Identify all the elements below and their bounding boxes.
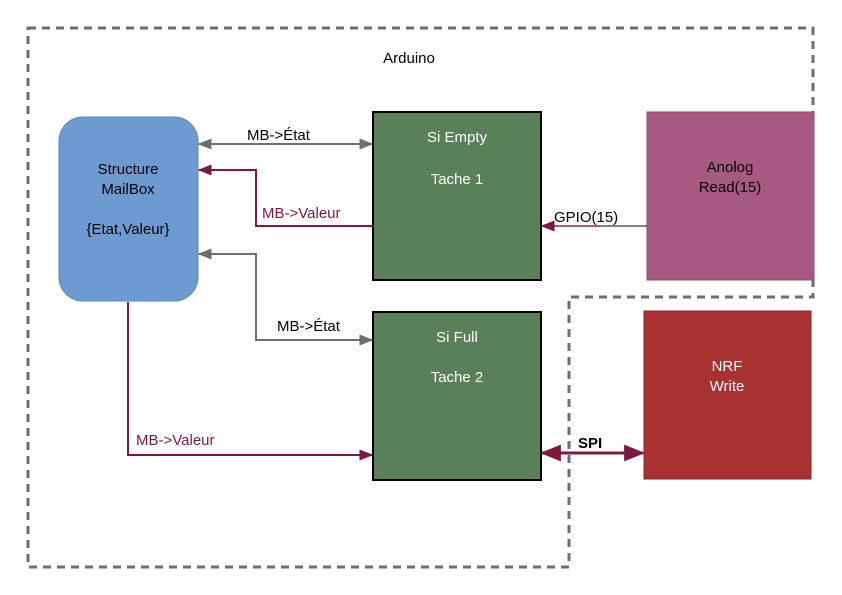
task1-label-2: Tache 1 (431, 171, 484, 188)
task1-node: Si Empty Tache 1 (372, 111, 542, 281)
task2-label-2: Tache 2 (431, 369, 484, 386)
nrf-label-2: Write (710, 378, 745, 395)
nrf-label-1: NRF (712, 358, 743, 375)
edge-mb-valeur-2-label: MB->Valeur (136, 432, 215, 449)
edge-mb-etat-2 (197, 248, 374, 346)
edge-gpio-label: GPIO(15) (554, 209, 618, 226)
arduino-boundary (26, 26, 815, 569)
edge-mb-valeur-2 (127, 302, 374, 461)
edge-mb-etat-1-label: MB->État (247, 127, 311, 144)
edge-mb-valeur-1-label: MB->Valeur (262, 205, 341, 222)
task2-node: Si Full Tache 2 (372, 311, 542, 481)
task2-label-1: Si Full (436, 329, 478, 346)
analog-label-1: Anolog (707, 159, 754, 176)
mailbox-node: Structure MailBox {Etat,Valeur} (58, 116, 199, 302)
mailbox-label-3: {Etat,Valeur} (86, 221, 169, 238)
nrf-node: NRF Write (643, 310, 812, 480)
edge-spi-label: SPI (578, 435, 602, 452)
analog-node: Anolog Read(15) (646, 111, 815, 281)
mailbox-label-1: Structure (98, 161, 159, 178)
task1-label-1: Si Empty (427, 129, 488, 146)
analog-label-2: Read(15) (699, 179, 762, 196)
mailbox-label-2: MailBox (101, 181, 155, 198)
edge-mb-etat-2-label: MB->État (277, 318, 341, 335)
edge-mb-valeur-1 (197, 164, 373, 227)
boundary-title: Arduino (383, 50, 435, 67)
